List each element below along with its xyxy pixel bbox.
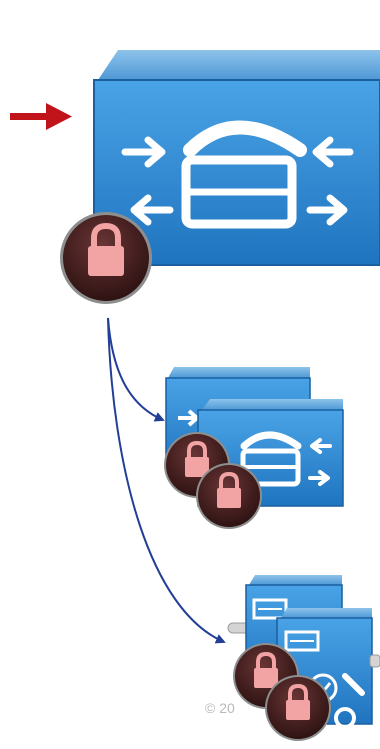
pointer-arrow-icon <box>10 103 72 130</box>
lock-icon <box>196 463 262 529</box>
server-stack <box>227 575 380 741</box>
flow-arrow-to-server-stack <box>107 317 226 644</box>
tool-icon <box>342 673 365 696</box>
call-manager-box-front <box>197 399 344 507</box>
server-pair <box>164 367 344 529</box>
lock-icon <box>265 675 331 741</box>
copyright-text: © 20 <box>205 700 235 716</box>
flow-arrow-to-server-pair <box>107 317 165 422</box>
call-manager-icon <box>121 120 354 229</box>
lock-icon <box>60 212 152 304</box>
